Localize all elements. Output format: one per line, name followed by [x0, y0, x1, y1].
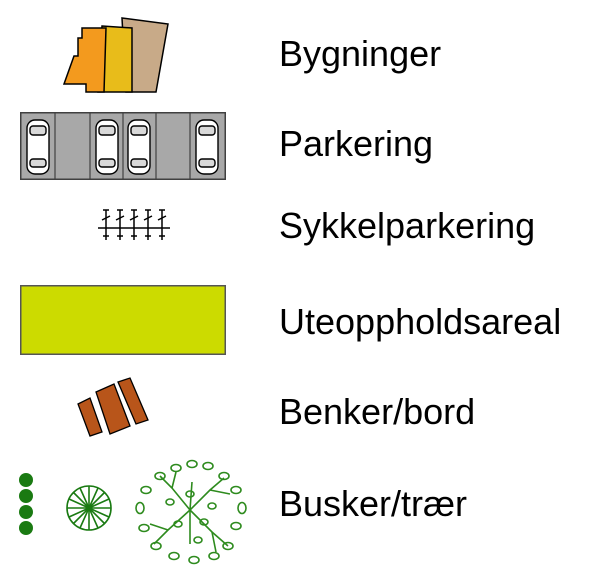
- bicycle-rack-icon: [98, 206, 170, 242]
- car-icon: [127, 119, 151, 175]
- legend-item-buildings: Bygninger: [0, 0, 601, 100]
- legend-label-buildings: Bygninger: [279, 33, 442, 74]
- legend-label-parking: Parkering: [279, 123, 434, 164]
- legend-label-outdoor-area: Uteoppholdsareal: [279, 301, 562, 342]
- tree-icon: [132, 454, 250, 566]
- outdoor-area-icon: [20, 285, 226, 355]
- legend-label-benches: Benker/bord: [279, 391, 476, 432]
- legend-item-benches: Benker/bord: [0, 370, 601, 450]
- legend-item-outdoor-area: Uteoppholdsareal: [0, 270, 601, 370]
- car-icon: [195, 119, 219, 175]
- legend-label-bicycle-parking: Sykkelparkering: [279, 205, 536, 246]
- car-icon: [95, 119, 119, 175]
- shrub-row-icon: [16, 472, 36, 538]
- parking-lot-icon: [20, 112, 226, 180]
- benches-table-icon: [76, 377, 152, 437]
- legend-item-bicycle-parking: Sykkelparkering: [0, 190, 601, 270]
- legend-item-shrubs-trees: Busker/trær: [0, 450, 601, 565]
- car-icon: [26, 119, 50, 175]
- shrub-icon: [64, 483, 114, 533]
- legend-item-parking: Parkering: [0, 100, 601, 190]
- legend-label-shrubs-trees: Busker/trær: [279, 483, 468, 524]
- buildings-icon: [60, 12, 170, 93]
